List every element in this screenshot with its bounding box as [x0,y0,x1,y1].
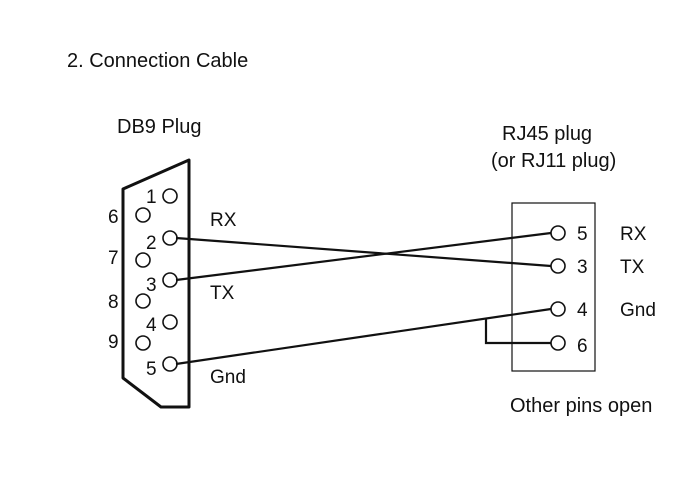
rj45-pin-5 [550,225,566,241]
rj45-connector-box [511,202,596,372]
db9-pin-label-2: 2 [146,233,157,254]
db9-label: DB9 Plug [117,116,202,138]
page-title: 2. Connection Cable [67,50,248,72]
db9-pin-9 [135,335,151,351]
rj45-note: Other pins open [510,395,652,417]
db9-connector-outline [121,158,191,409]
db9-pin-label-6: 6 [108,207,119,228]
rj45-label-line1: RJ45 plug [502,123,592,145]
db9-pin-8 [135,293,151,309]
rj45-pin-6 [550,335,566,351]
db9-signal-gnd: Gnd [210,367,246,388]
rj45-pin-label-4: 4 [577,300,588,321]
db9-pin-label-5: 5 [146,359,157,380]
wire-db9-2-to-rj45-3 [175,236,552,268]
db9-pin-7 [135,252,151,268]
wire-db9-3-to-rj45-5 [175,231,552,282]
wire-db9-5-to-rj45-4 [175,307,552,366]
db9-pin-label-8: 8 [108,292,119,313]
rj45-pin-3 [550,258,566,274]
db9-pin-3 [162,272,178,288]
rj45-label-line2: (or RJ11 plug) [491,150,616,172]
rj45-pin-label-3: 3 [577,257,588,278]
db9-pin-label-3: 3 [146,275,157,296]
db9-pin-label-7: 7 [108,248,119,269]
db9-signal-rx: RX [210,210,237,231]
rj45-pin-4 [550,301,566,317]
rj45-pin-label-5: 5 [577,224,588,245]
db9-pin-6 [135,207,151,223]
db9-pin-label-4: 4 [146,315,157,336]
rj45-signal-rx: RX [620,224,647,245]
db9-pin-1 [162,188,178,204]
db9-pin-4 [162,314,178,330]
db9-pin-label-1: 1 [146,187,157,208]
wire-rj45-4-to-6-bridge [484,319,551,345]
db9-pin-2 [162,230,178,246]
rj45-signal-tx: TX [620,257,645,278]
db9-signal-tx: TX [210,283,235,304]
db9-pin-5 [162,356,178,372]
rj45-signal-gnd: Gnd [620,300,656,321]
rj45-pin-label-6: 6 [577,336,588,357]
db9-pin-label-9: 9 [108,332,119,353]
